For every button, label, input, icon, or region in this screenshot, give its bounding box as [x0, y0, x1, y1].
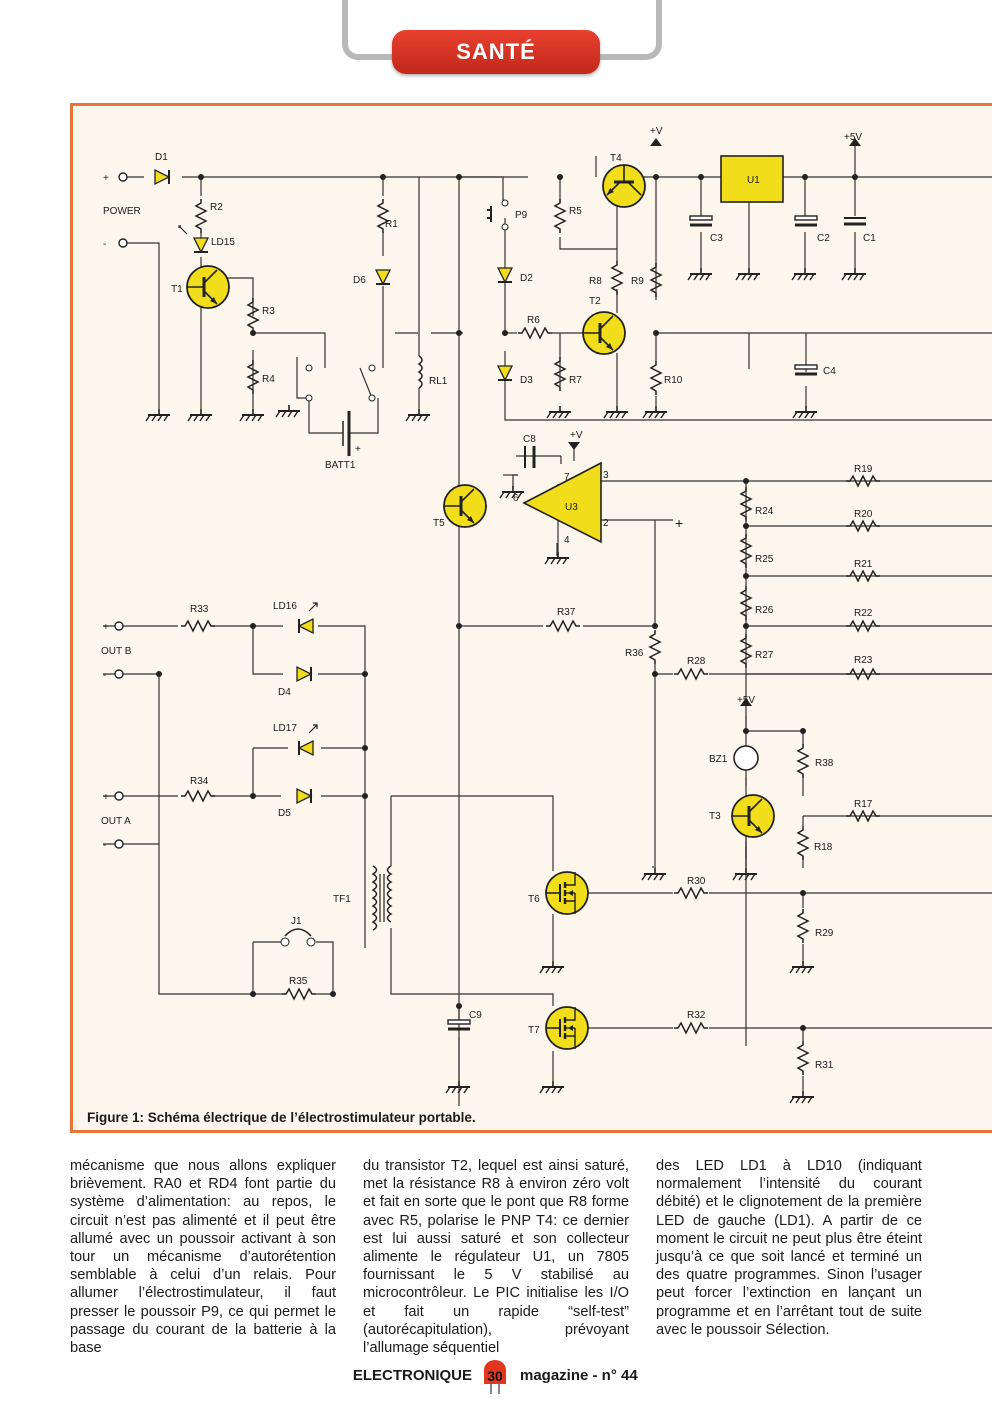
label-r6: R6	[527, 315, 540, 326]
label-p9: P9	[515, 210, 528, 221]
label-r9: R9	[631, 276, 644, 287]
label-c2: C2	[817, 233, 830, 244]
label-r7: R7	[569, 375, 582, 386]
label-r8: R8	[589, 276, 602, 287]
label-out-b: OUT B	[101, 646, 132, 657]
label-u1: U1	[747, 175, 760, 186]
label-pin7: 7	[564, 472, 570, 483]
label-vplus-2: +V	[570, 430, 583, 441]
label-power-minus: -	[103, 239, 106, 250]
label-r36: R36	[625, 648, 644, 659]
label-r38: R38	[815, 758, 834, 769]
article-column-2: du transistor T2, lequel est ainsi satur…	[363, 1158, 629, 1357]
label-tf1: TF1	[333, 894, 351, 905]
label-outb-plus: +	[103, 622, 109, 633]
label-r37: R37	[557, 607, 576, 618]
label-r35: R35	[289, 976, 308, 987]
label-r21: R21	[854, 559, 873, 570]
label-batt1: BATT1	[325, 460, 356, 471]
label-batt-plus: +	[355, 444, 361, 455]
label-power: POWER	[103, 206, 141, 217]
label-outa-plus: +	[103, 792, 109, 803]
label-r4: R4	[262, 374, 275, 385]
label-r1: R1	[385, 219, 398, 230]
label-c3: C3	[710, 233, 723, 244]
figure-caption: Figure 1: Schéma électrique de l’électro…	[87, 1110, 476, 1125]
label-t3: T3	[709, 811, 721, 822]
footer-magazine-name: ELECTRONIQUE	[352, 1367, 472, 1384]
label-t5: T5	[433, 518, 445, 529]
led-page-number-icon: 30	[484, 1360, 506, 1394]
label-ld15: LD15	[211, 237, 235, 248]
label-u3: U3	[565, 502, 578, 513]
label-out-a: OUT A	[101, 816, 131, 827]
label-pin4: 4	[564, 535, 570, 546]
label-c1: C1	[863, 233, 876, 244]
label-ld17: LD17	[273, 723, 297, 734]
footer-issue: magazine - n° 44	[520, 1367, 638, 1384]
label-d6: D6	[353, 275, 366, 286]
label-u3-plus: +	[675, 515, 683, 531]
label-v5-2: +5V	[737, 695, 755, 706]
label-outb-minus: -	[103, 670, 106, 681]
label-r10: R10	[664, 375, 683, 386]
figure-1: + - POWER + OUT B - + OUT A - BATT1 + +V…	[70, 103, 992, 1133]
page-number: 30	[487, 1368, 503, 1384]
label-j1: J1	[291, 916, 302, 927]
label-d5: D5	[278, 808, 291, 819]
label-r5: R5	[569, 206, 582, 217]
section-title: SANTÉ	[456, 39, 536, 64]
article-column-3: des LED LD1 à LD10 (indiquant normalemen…	[656, 1158, 922, 1338]
article-column-1: mécanisme que nous allons expliquer briè…	[70, 1158, 336, 1357]
label-r24: R24	[755, 506, 774, 517]
label-r31: R31	[815, 1060, 834, 1071]
label-r29: R29	[815, 928, 834, 939]
label-outa-minus: -	[103, 840, 106, 851]
label-d3: D3	[520, 375, 533, 386]
label-vplus-1: +V	[650, 126, 663, 137]
label-r26: R26	[755, 605, 774, 616]
label-r27: R27	[755, 650, 774, 661]
label-t7: T7	[528, 1025, 540, 1036]
label-pin6: 6	[513, 493, 519, 504]
label-power-plus: +	[103, 173, 109, 184]
label-r34: R34	[190, 776, 209, 787]
label-r22: R22	[854, 608, 873, 619]
label-r3: R3	[262, 306, 275, 317]
label-ld16: LD16	[273, 601, 297, 612]
label-d4: D4	[278, 687, 291, 698]
label-d2: D2	[520, 273, 533, 284]
page-footer: ELECTRONIQUE 30 magazine - n° 44	[0, 1360, 992, 1396]
label-t6: T6	[528, 894, 540, 905]
label-t1: T1	[171, 284, 183, 295]
label-r25: R25	[755, 554, 774, 565]
label-pin2: 2	[603, 518, 609, 529]
label-d1: D1	[155, 152, 168, 163]
label-r23: R23	[854, 655, 873, 666]
label-r20: R20	[854, 509, 873, 520]
label-r33: R33	[190, 604, 209, 615]
label-v5-1: +5V	[844, 132, 862, 143]
label-r19: R19	[854, 464, 873, 475]
label-c9: C9	[469, 1010, 482, 1021]
label-bz1: BZ1	[709, 754, 728, 765]
label-r28: R28	[687, 656, 706, 667]
label-pin3: 3	[603, 470, 609, 481]
label-r30: R30	[687, 876, 706, 887]
label-c8: C8	[523, 434, 536, 445]
label-t2: T2	[589, 296, 601, 307]
section-badge: SANTÉ	[392, 30, 600, 74]
label-r17: R17	[854, 799, 873, 810]
circuit-schematic: + - POWER + OUT B - + OUT A - BATT1 + +V…	[101, 126, 992, 1106]
label-r18: R18	[814, 842, 833, 853]
label-r2: R2	[210, 202, 223, 213]
label-rl1: RL1	[429, 376, 448, 387]
label-c4: C4	[823, 366, 836, 377]
label-r32: R32	[687, 1010, 706, 1021]
label-t4: T4	[610, 153, 622, 164]
